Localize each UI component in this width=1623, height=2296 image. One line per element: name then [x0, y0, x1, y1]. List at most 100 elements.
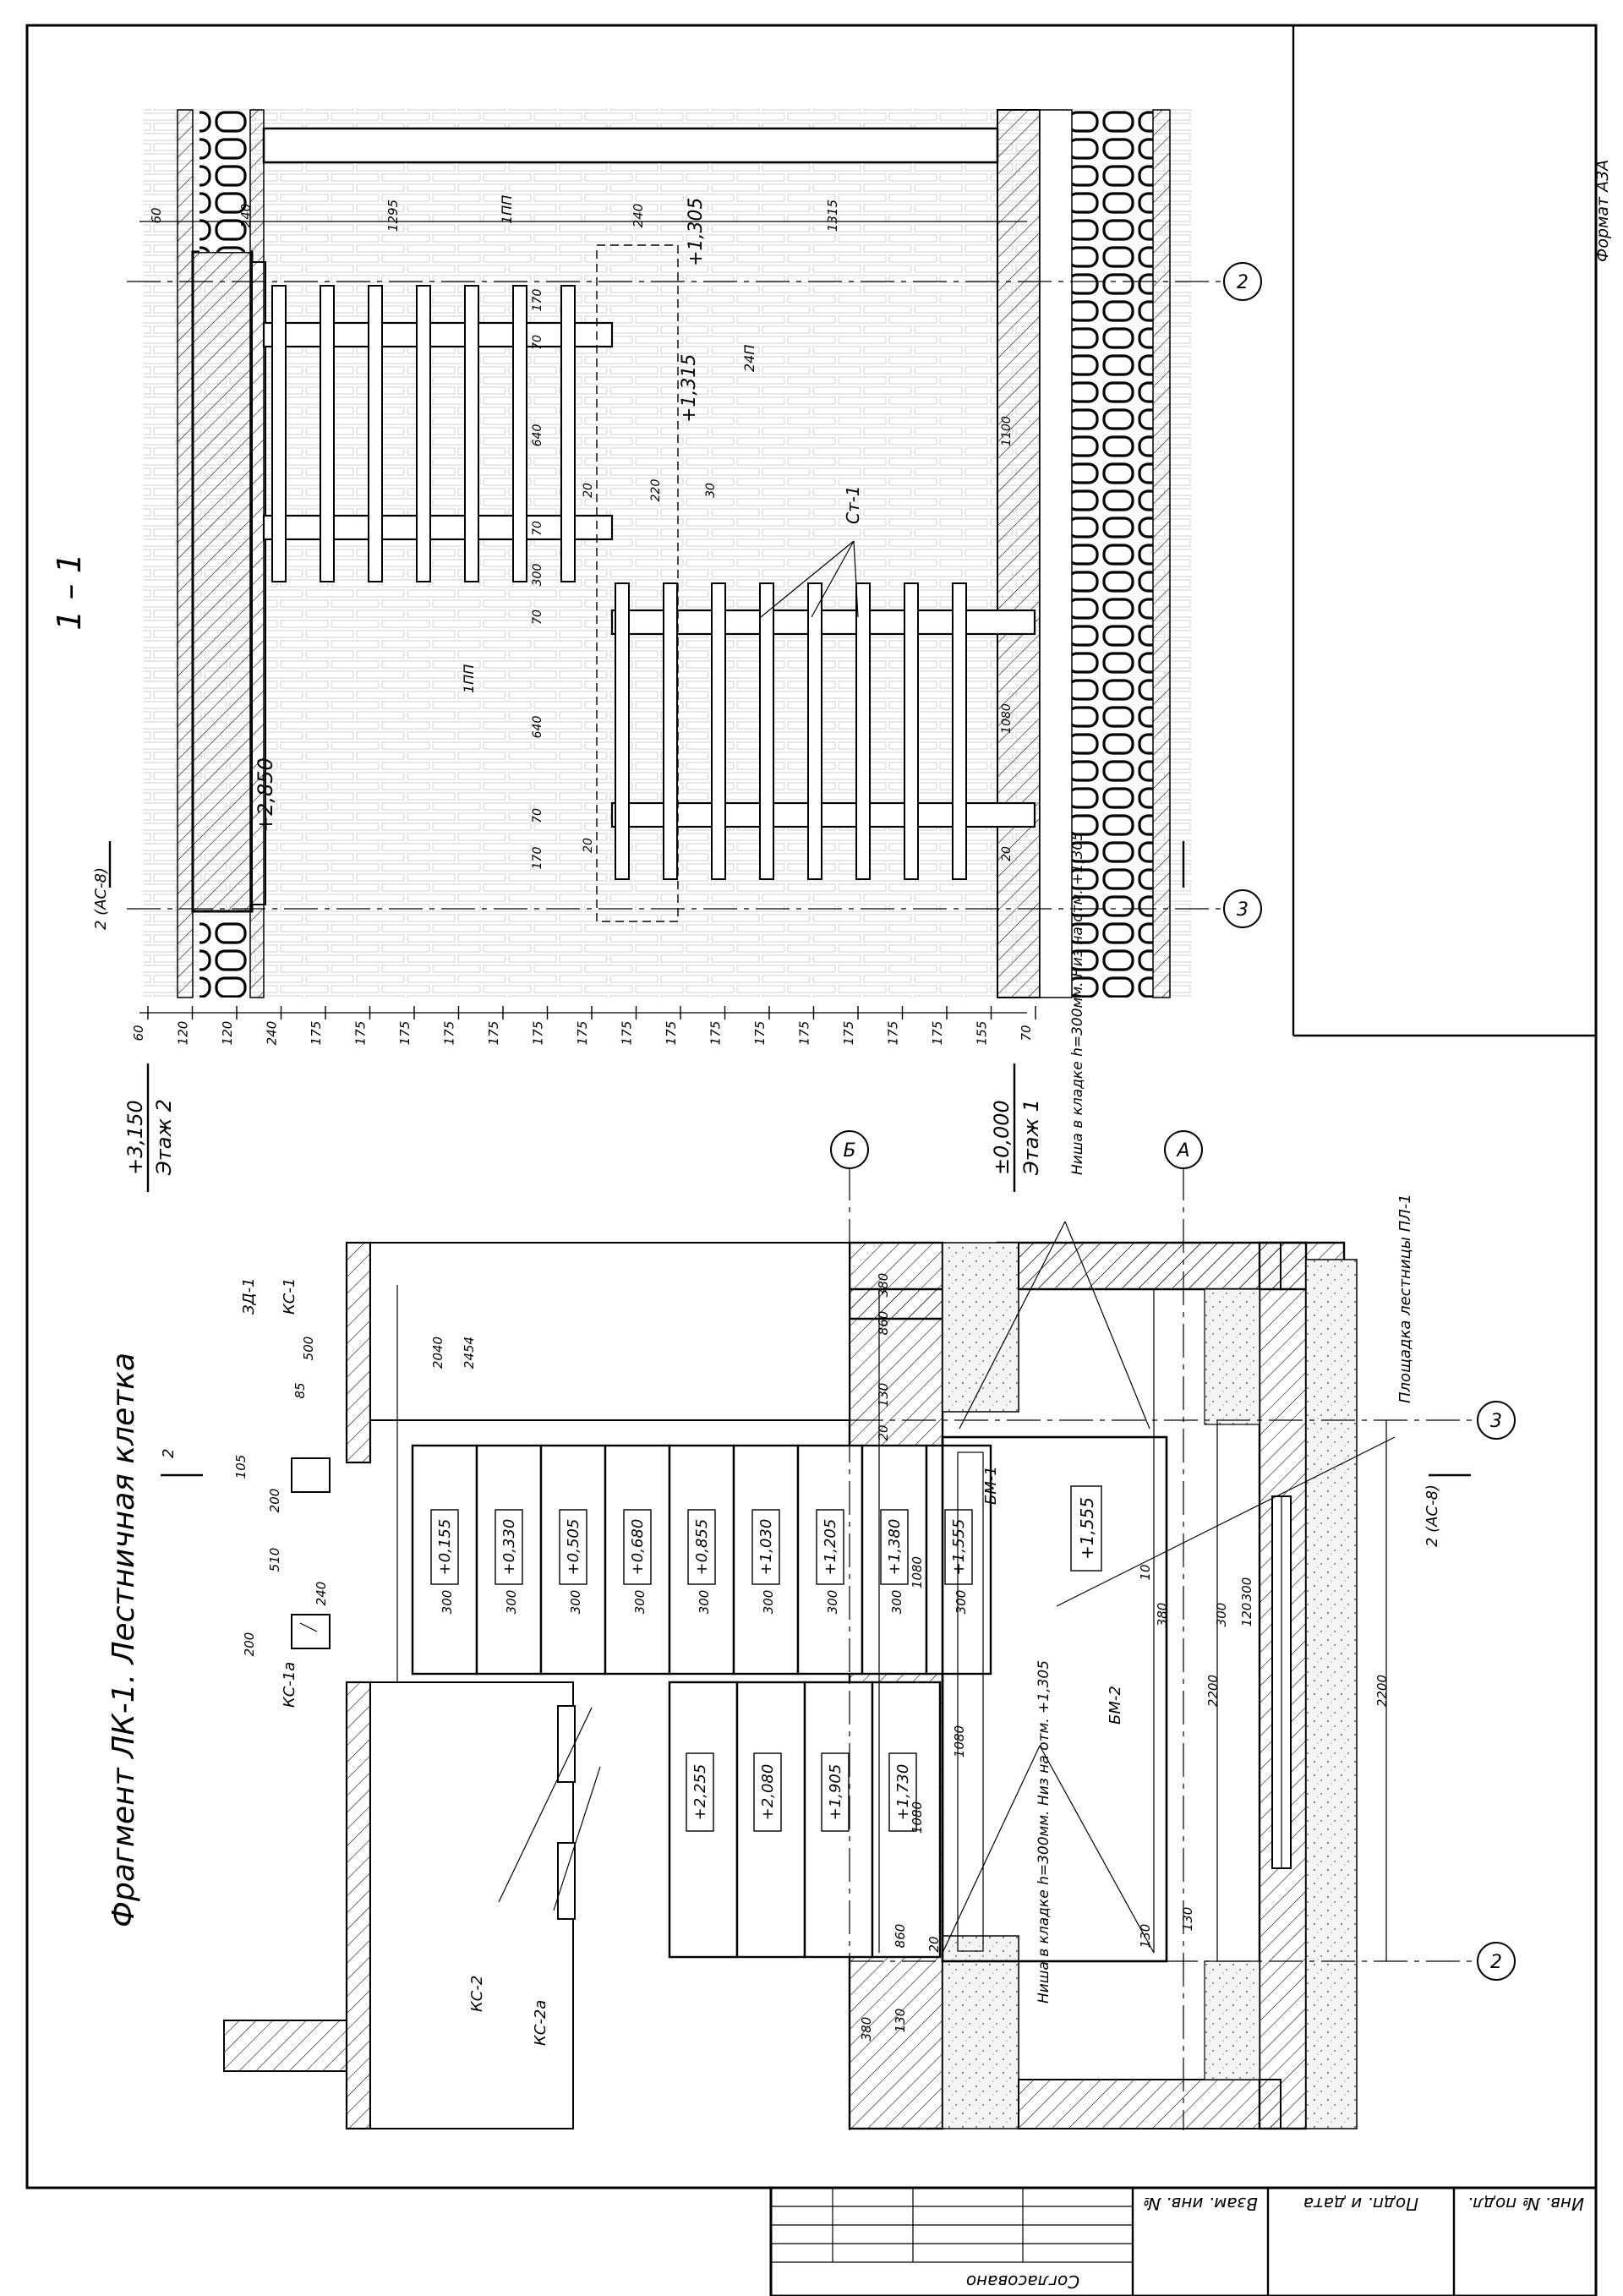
svg-text:+1,205: +1,205 [822, 1519, 839, 1576]
wall-left-upper [345, 1241, 372, 1464]
dim-mid: 20 [582, 483, 595, 498]
svg-text:+2,255: +2,255 [691, 1764, 709, 1821]
axis-bubble-2-section: 2 [1223, 262, 1262, 301]
left-hollow-panel-top [199, 110, 250, 252]
dim-bottom: 175 [841, 1021, 856, 1046]
format-label: Формат А3А [1593, 160, 1612, 262]
svg-text:+0,330: +0,330 [500, 1519, 518, 1576]
label-24p: 24П [741, 345, 757, 372]
dim-mid: 20 [582, 838, 595, 853]
svg-text:300: 300 [954, 1590, 969, 1615]
svg-text:175: 175 [531, 1021, 546, 1046]
tread-dim: 300 [825, 1590, 840, 1615]
dim-bottom: 175 [752, 1021, 768, 1046]
elevation-text: +1,305 [686, 198, 707, 266]
plan-dim: 300 [1214, 1603, 1229, 1627]
label-niche-top: Ниша в кладке h=300мм. Низ на отм. +1,30… [1069, 832, 1086, 1175]
svg-text:70: 70 [531, 335, 544, 350]
section-tread [904, 582, 919, 880]
svg-text:860: 860 [876, 1311, 891, 1336]
svg-text:175: 175 [575, 1021, 590, 1046]
label-1pp-top: 1ПП [499, 195, 515, 224]
plan-dim: 120 [1239, 1603, 1254, 1627]
dim-bottom: 175 [531, 1021, 546, 1046]
svg-text:20: 20 [926, 1936, 942, 1952]
section-tread [560, 285, 576, 582]
svg-text:175: 175 [442, 1021, 457, 1046]
svg-text:70: 70 [531, 808, 544, 823]
dim-top: 1315 [825, 200, 840, 232]
axis-label: 3 [1490, 1411, 1502, 1432]
svg-text:300: 300 [697, 1590, 712, 1615]
label-landing: Площадка лестницы ПЛ-1 [1396, 1194, 1414, 1403]
elevation-text: +2,850 [254, 757, 277, 833]
dim-mid: 1100 [1000, 416, 1014, 446]
plan-dim: 20 [876, 1424, 891, 1440]
svg-text:1080: 1080 [910, 1556, 925, 1588]
dim-top: 240 [238, 204, 254, 228]
dim-mid: 70 [531, 335, 544, 350]
svg-text:+1,905: +1,905 [827, 1764, 844, 1821]
svg-text:30: 30 [704, 483, 718, 498]
axis-label: Б [843, 1140, 855, 1162]
dim-bottom: 240 [265, 1021, 280, 1046]
plan-dim-lower: 860 [893, 1924, 908, 1949]
svg-text:1080: 1080 [1000, 703, 1014, 734]
col2-label: Подп. и дата [1303, 2194, 1418, 2214]
svg-text:85: 85 [292, 1382, 308, 1398]
svg-text:20: 20 [582, 838, 595, 853]
svg-text:240: 240 [238, 204, 254, 228]
plan-dim-lower: 380 [859, 2017, 874, 2042]
svg-text:300: 300 [504, 1590, 519, 1615]
dim-mid: 70 [531, 610, 544, 625]
svg-text:20: 20 [1000, 846, 1014, 861]
label-bm2: БМ-2 [1107, 1686, 1124, 1725]
step-elevation: +1,730 [888, 1752, 917, 1832]
elevation-bottom-marker: ±0,000 Этаж 1 [990, 1063, 1043, 1192]
plan-dim-top: 200 [267, 1489, 282, 1513]
dim-bottom: 175 [886, 1021, 901, 1046]
step-elevation: +1,555 [944, 1509, 973, 1585]
svg-text:510: 510 [267, 1548, 282, 1572]
step-elevation: +2,255 [686, 1752, 714, 1832]
svg-text:860: 860 [893, 1924, 908, 1949]
svg-text:200: 200 [242, 1632, 257, 1657]
svg-text:240: 240 [265, 1021, 280, 1046]
svg-text:70: 70 [531, 521, 544, 536]
dim-mid: 20 [1000, 846, 1014, 861]
section-ref-text: 2 (АС-8) [1424, 1484, 1441, 1547]
svg-text:2040: 2040 [430, 1337, 445, 1369]
dim-bottom: 175 [353, 1021, 369, 1046]
step-elevation: +1,205 [816, 1509, 844, 1585]
svg-text:120: 120 [176, 1021, 191, 1046]
dim-top: 240 [631, 204, 646, 228]
section-tread [416, 285, 431, 582]
svg-text:380: 380 [1155, 1603, 1170, 1627]
svg-text:130: 130 [1180, 1907, 1195, 1932]
dim-mid: 220 [649, 479, 663, 502]
tread-dim: 300 [954, 1590, 969, 1615]
plan-dim: 130 [1180, 1907, 1195, 1932]
svg-text:120: 120 [1239, 1603, 1254, 1627]
elevation-1305: +1,305 [686, 198, 707, 266]
svg-text:+0,505: +0,505 [565, 1519, 582, 1576]
step-elevation: +0,680 [623, 1509, 652, 1585]
plan-dim-lower: 20 [926, 1936, 942, 1952]
svg-text:1100: 1100 [1000, 416, 1014, 446]
svg-text:175: 175 [930, 1021, 945, 1046]
dim-mid: 300 [531, 564, 544, 587]
dim-mid: 70 [531, 521, 544, 536]
dim-bottom: 175 [930, 1021, 945, 1046]
dim-mid: 170 [531, 289, 544, 312]
dim-mid: 170 [531, 847, 544, 870]
dim-bottom: 175 [575, 1021, 590, 1046]
label-zd1: ЗД-1 [240, 1277, 258, 1315]
section-ref-text: 2 (АС-8) [92, 867, 110, 930]
dim-bottom: 175 [620, 1021, 635, 1046]
lower-flight [610, 582, 1036, 880]
section-tread [663, 582, 678, 880]
plan-dim: 2454 [462, 1337, 477, 1369]
right-wall [997, 109, 1041, 998]
label-ks1a: КС-1а [281, 1662, 298, 1708]
svg-text:10: 10 [1138, 1564, 1153, 1580]
